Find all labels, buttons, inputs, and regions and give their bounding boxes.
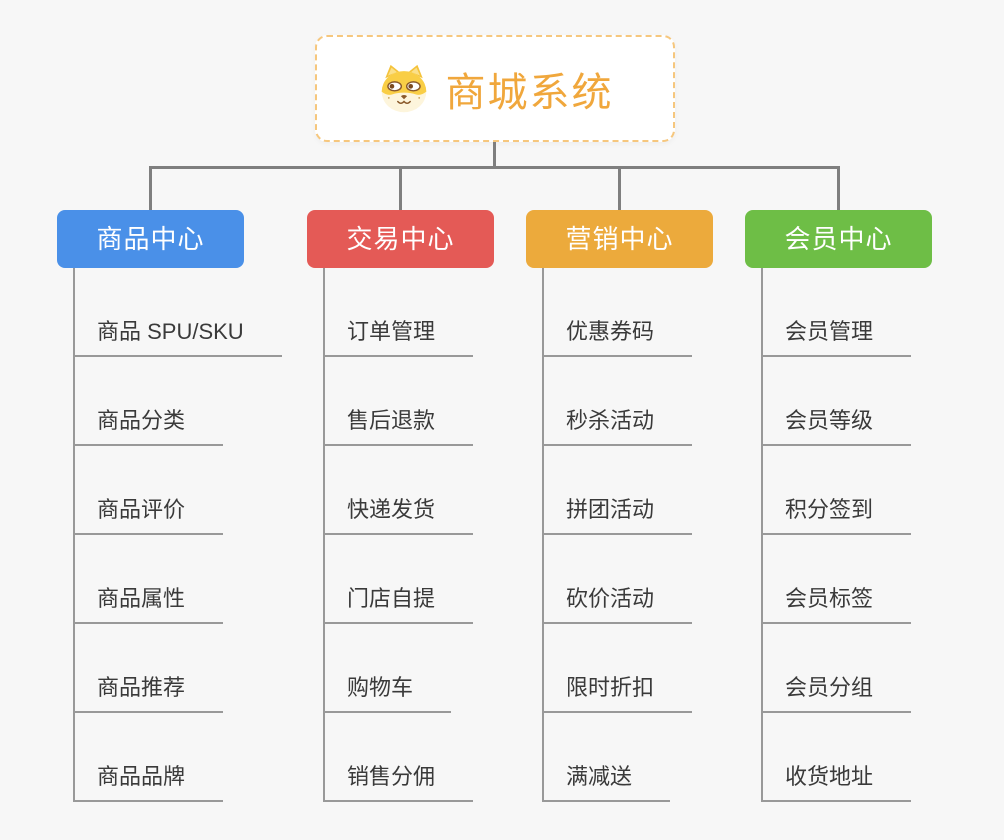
child-node[interactable]: 收货地址 <box>761 762 912 802</box>
connector-drop-trade <box>399 169 402 210</box>
child-node[interactable]: 拼团活动 <box>542 495 693 535</box>
branch-node-trade-center[interactable]: 交易中心 <box>307 210 494 268</box>
branch-node-product-center[interactable]: 商品中心 <box>57 210 244 268</box>
child-node[interactable]: 商品评价 <box>73 495 224 535</box>
branch-trade-center: 交易中心 订单管理 售后退款 快递发货 门店自提 购物车 销售分佣 <box>307 210 557 810</box>
branch-product-center: 商品中心 商品 SPU/SKU 商品分类 商品评价 商品属性 商品推荐 商品品牌 <box>57 210 307 810</box>
child-node[interactable]: 销售分佣 <box>323 762 474 802</box>
child-node[interactable]: 订单管理 <box>323 317 474 357</box>
branch-vline <box>542 268 544 802</box>
connector-drop-product <box>149 169 152 210</box>
child-node[interactable]: 商品品牌 <box>73 762 224 802</box>
branch-vline <box>73 268 75 802</box>
child-node[interactable]: 积分签到 <box>761 495 912 535</box>
child-node[interactable]: 秒杀活动 <box>542 406 693 446</box>
root-title: 商城系统 <box>445 70 614 115</box>
child-node[interactable]: 限时折扣 <box>542 673 693 713</box>
root-node[interactable]: 商城系统 <box>315 35 675 142</box>
child-node[interactable]: 售后退款 <box>323 406 474 446</box>
branch-marketing-center: 营销中心 优惠券码 秒杀活动 拼团活动 砍价活动 限时折扣 满减送 <box>526 210 776 810</box>
child-node[interactable]: 会员等级 <box>761 406 912 446</box>
child-node[interactable]: 会员分组 <box>761 673 912 713</box>
connector-root-drop <box>493 142 496 169</box>
connector-rail <box>149 166 840 169</box>
child-node[interactable]: 商品属性 <box>73 584 224 624</box>
child-node[interactable]: 门店自提 <box>323 584 474 624</box>
child-node[interactable]: 砍价活动 <box>542 584 693 624</box>
child-node[interactable]: 商品分类 <box>73 406 224 446</box>
connector-drop-marketing <box>618 169 621 210</box>
branch-vline <box>323 268 325 802</box>
child-node[interactable]: 优惠券码 <box>542 317 693 357</box>
branch-node-marketing-center[interactable]: 营销中心 <box>526 210 713 268</box>
child-node[interactable]: 商品推荐 <box>73 673 224 713</box>
connector-drop-member <box>837 169 840 210</box>
child-node[interactable]: 购物车 <box>323 673 452 713</box>
branch-node-member-center[interactable]: 会员中心 <box>745 210 932 268</box>
branch-member-center: 会员中心 会员管理 会员等级 积分签到 会员标签 会员分组 收货地址 <box>745 210 995 810</box>
child-node[interactable]: 商品 SPU/SKU <box>73 317 282 357</box>
child-node[interactable]: 快递发货 <box>323 495 474 535</box>
branch-vline <box>761 268 763 802</box>
child-node[interactable]: 会员管理 <box>761 317 912 357</box>
shiba-dog-icon <box>381 64 426 112</box>
child-node[interactable]: 会员标签 <box>761 584 912 624</box>
child-node[interactable]: 满减送 <box>542 762 671 802</box>
